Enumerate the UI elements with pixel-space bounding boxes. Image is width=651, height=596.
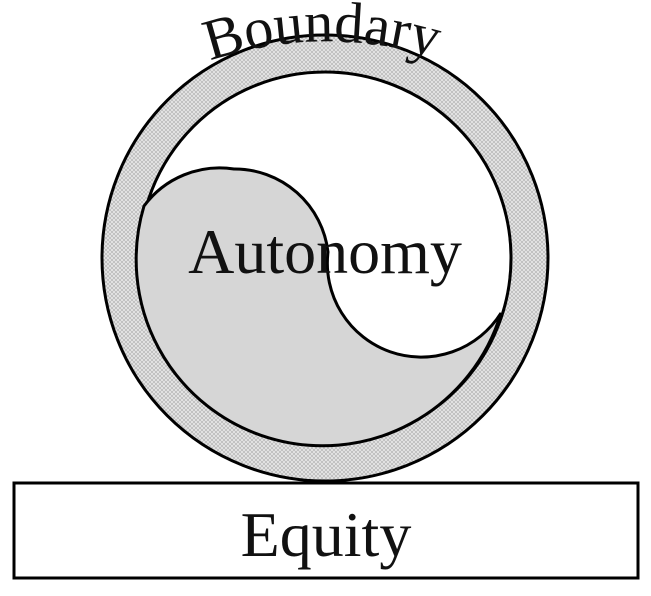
autonomy-label: Autonomy	[188, 216, 462, 287]
equity-label: Equity	[241, 499, 412, 570]
autonomy-region	[134, 166, 503, 448]
equity-box	[12, 481, 640, 580]
